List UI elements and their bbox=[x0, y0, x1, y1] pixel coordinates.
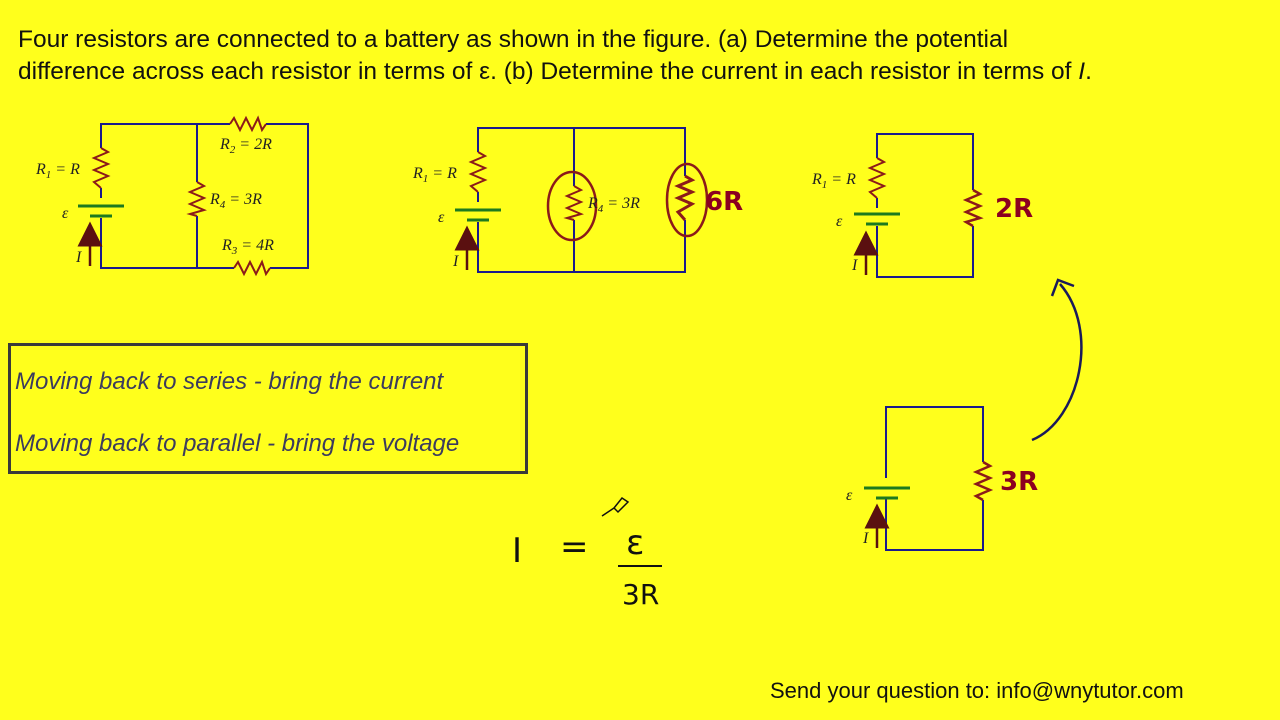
equation-equals: = bbox=[560, 527, 589, 567]
back-arrow-head bbox=[1050, 278, 1075, 297]
pen-cursor-icon bbox=[601, 496, 630, 517]
label-3r: 3R bbox=[1000, 467, 1038, 497]
contact-footer: Send your question to: info@wnytutor.com bbox=[770, 678, 1184, 703]
resistor-6r bbox=[674, 174, 696, 221]
equation-numerator: ε bbox=[626, 523, 644, 563]
circuit-1-wire bbox=[100, 123, 309, 269]
label-emf-3: ε bbox=[836, 213, 843, 230]
circuit-2 bbox=[454, 127, 709, 273]
circuit-3 bbox=[853, 133, 984, 278]
label-2r: 2R bbox=[995, 194, 1033, 224]
label-6r: 6R bbox=[705, 187, 743, 217]
resistor-r3 bbox=[233, 259, 271, 277]
label-current-2: I bbox=[452, 253, 459, 270]
equation-denominator: 3R bbox=[622, 578, 659, 611]
rules-box: Moving back to series - bring the curren… bbox=[8, 343, 528, 474]
resistor-r1 bbox=[91, 147, 111, 189]
label-current-4: I bbox=[862, 530, 869, 547]
label-r1-2: R1 = R bbox=[412, 165, 457, 185]
resistor-2r bbox=[962, 188, 984, 228]
circuit-1 bbox=[77, 115, 309, 277]
label-emf-4: ε bbox=[846, 487, 853, 504]
label-current-3: I bbox=[851, 257, 858, 274]
circuit-4 bbox=[864, 406, 994, 551]
series-rule: Moving back to series - bring the curren… bbox=[15, 368, 444, 395]
current-variable: I bbox=[1078, 58, 1086, 85]
circle-6r bbox=[665, 162, 709, 238]
label-r1: R1 = R bbox=[35, 161, 80, 181]
resistor-r4 bbox=[186, 181, 207, 217]
label-r4: R4 = 3R bbox=[209, 191, 262, 211]
label-r2: R2 = 2R bbox=[219, 136, 272, 156]
circuit-3-wire bbox=[876, 133, 974, 278]
problem-statement: Four resistors are connected to a batter… bbox=[18, 24, 1268, 88]
circuit-4-wire bbox=[885, 406, 984, 551]
resistor-r1-3 bbox=[867, 157, 887, 199]
label-r1-3: R1 = R bbox=[811, 171, 856, 191]
label-r3: R3 = 4R bbox=[221, 237, 274, 257]
problem-line-1: Four resistors are connected to a batter… bbox=[18, 26, 1009, 53]
problem-line-2: difference across each resistor in terms… bbox=[18, 58, 1079, 85]
parallel-rule: Moving back to parallel - bring the volt… bbox=[15, 430, 460, 457]
current-equation: I = ε 3R bbox=[512, 496, 662, 611]
resistor-3r bbox=[972, 460, 994, 502]
equation-lhs: I bbox=[512, 531, 522, 571]
circle-r4 bbox=[546, 170, 598, 242]
label-current: I bbox=[75, 249, 82, 266]
label-emf: ε bbox=[62, 205, 69, 222]
resistor-r2 bbox=[229, 115, 267, 133]
resistor-r1-2 bbox=[468, 151, 488, 193]
circuit-2-wire bbox=[477, 127, 686, 273]
problem-period: . bbox=[1085, 58, 1092, 85]
resistor-r4-2 bbox=[563, 185, 584, 221]
label-emf-2: ε bbox=[438, 209, 445, 226]
back-arrow bbox=[1031, 283, 1083, 442]
